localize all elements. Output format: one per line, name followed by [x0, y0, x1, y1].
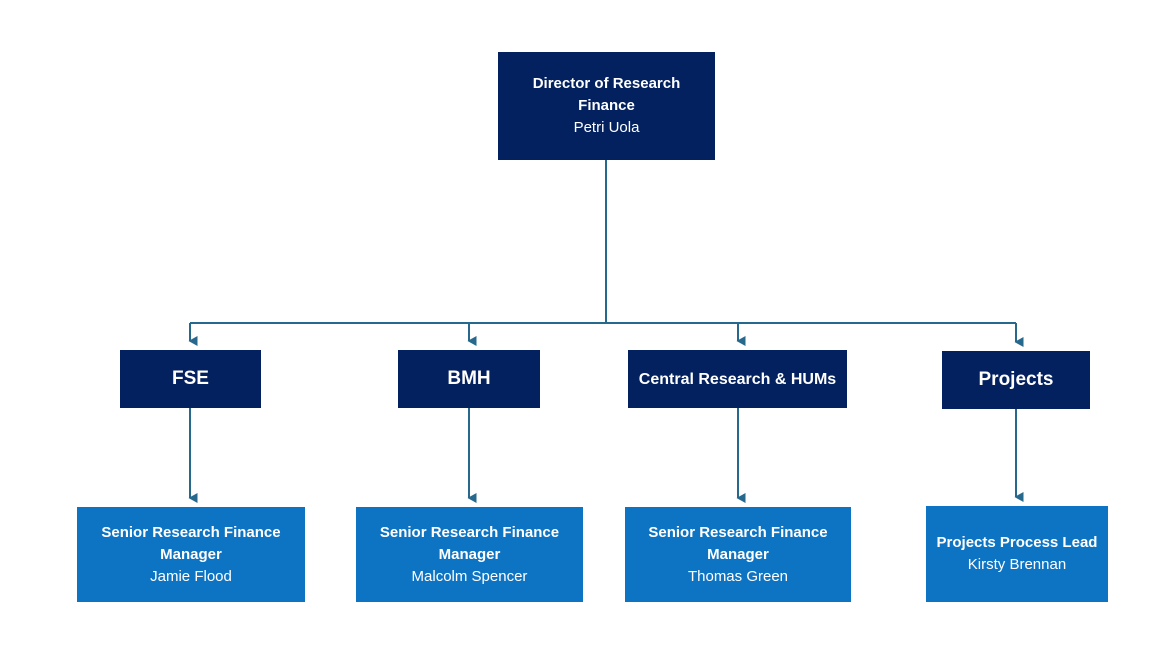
org-node-fse: FSE: [120, 350, 261, 408]
org-node-manager-central: Senior Research Finance Manager Thomas G…: [625, 507, 851, 602]
node-title: Senior Research Finance Manager: [101, 523, 281, 563]
node-person: Jamie Flood: [150, 567, 232, 585]
node-title: Senior Research Finance Manager: [648, 523, 828, 563]
node-person: Malcolm Spencer: [411, 567, 528, 585]
node-title: Projects: [978, 369, 1054, 390]
node-person: Thomas Green: [687, 567, 789, 585]
org-node-central-research-hums: Central Research & HUMs: [628, 350, 847, 408]
node-title: Senior Research Finance Manager: [379, 523, 560, 563]
node-title: Director of Research Finance: [532, 75, 681, 114]
node-person: Kirsty Brennan: [967, 556, 1067, 573]
node-title: BMH: [447, 368, 491, 389]
node-title: Central Research & HUMs: [638, 370, 837, 388]
org-node-manager-bmh: Senior Research Finance Manager Malcolm …: [356, 507, 583, 602]
node-title: Projects Process Lead: [936, 534, 1098, 551]
org-node-manager-fse: Senior Research Finance Manager Jamie Fl…: [77, 507, 305, 602]
org-node-projects-process-lead: Projects Process Lead Kirsty Brennan: [926, 506, 1108, 602]
org-node-bmh: BMH: [398, 350, 540, 408]
node-title: FSE: [172, 368, 209, 389]
node-person: Petri Uola: [573, 119, 640, 136]
org-node-director: Director of Research Finance Petri Uola: [498, 52, 715, 160]
org-node-projects: Projects: [942, 351, 1090, 409]
